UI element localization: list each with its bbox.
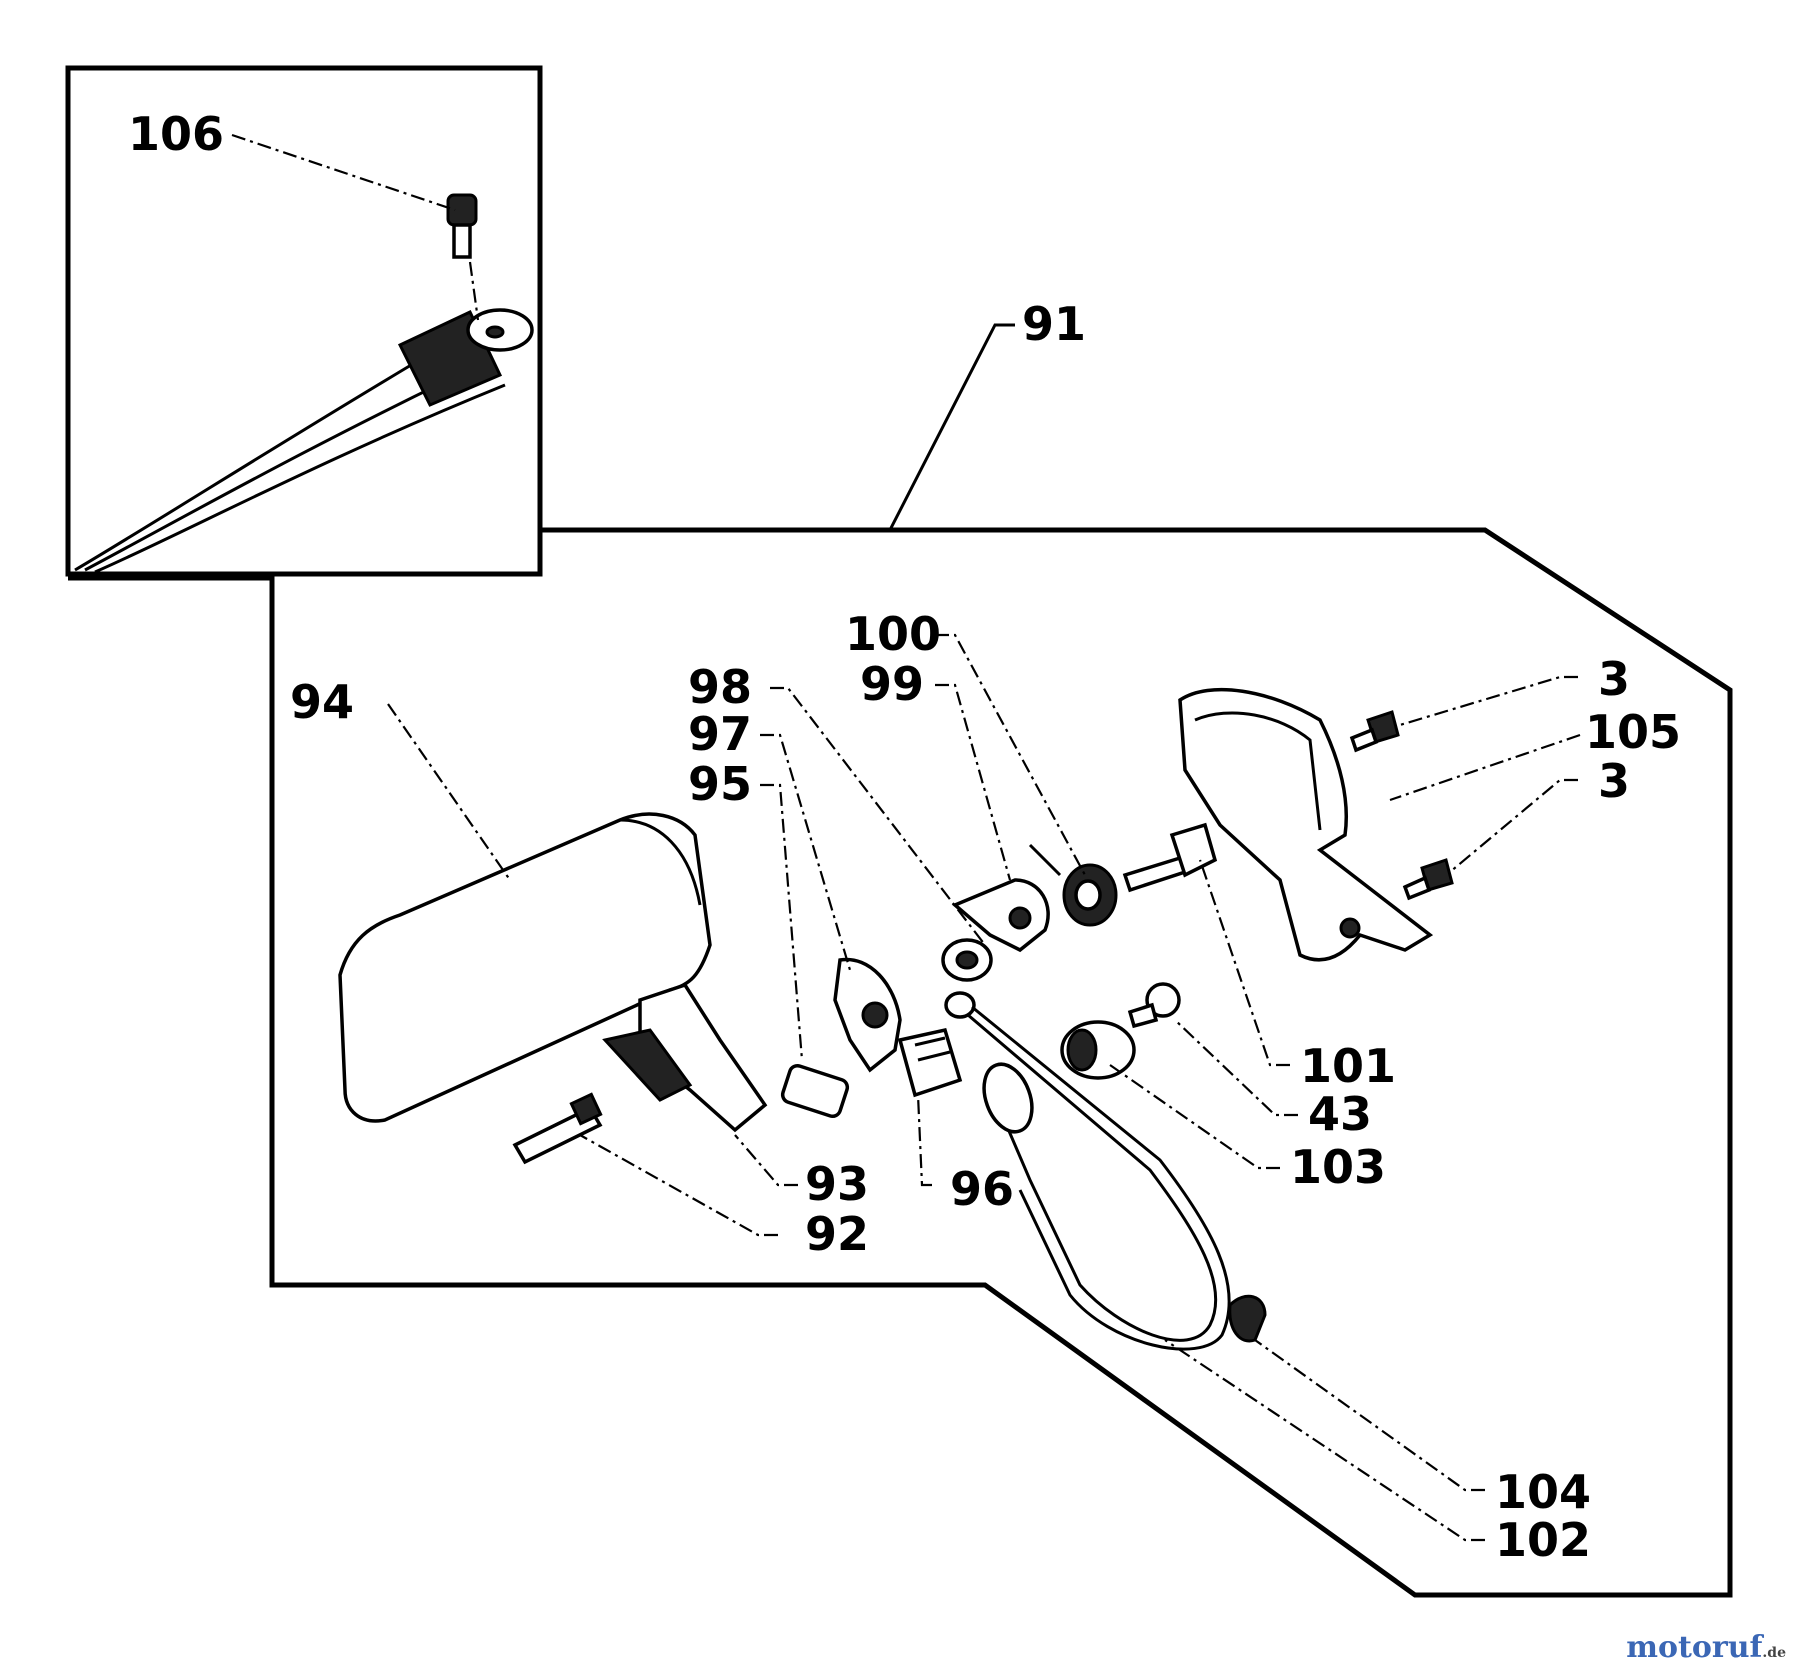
- callout-91: 91: [1022, 297, 1086, 351]
- screw-106: [446, 193, 480, 321]
- block-95: [780, 1063, 850, 1119]
- callout-98: 98: [688, 660, 752, 714]
- callout-106: 106: [128, 107, 224, 161]
- knob-100: [1062, 863, 1118, 927]
- roller-103: [1060, 1020, 1136, 1080]
- assembly-frame: [68, 527, 1733, 1598]
- handle-lever-93: [602, 982, 768, 1133]
- pin-92: [512, 1092, 603, 1165]
- screw-3-upper: [1349, 710, 1400, 753]
- inset-handle-tube: [74, 308, 534, 574]
- callout-105: 105: [1585, 705, 1681, 759]
- bolt-101: [1122, 822, 1218, 893]
- clip-104: [1228, 1294, 1267, 1343]
- watermark-logo: motoruf.de: [1626, 1630, 1786, 1665]
- callout-93: 93: [805, 1157, 869, 1211]
- screw-43: [1127, 982, 1181, 1029]
- callout-103: 103: [1290, 1140, 1386, 1194]
- callout-3-lower: 3: [1598, 754, 1630, 808]
- inset-frame: [65, 65, 543, 577]
- callout-3-upper: 3: [1598, 652, 1630, 706]
- callout-99: 99: [860, 657, 924, 711]
- watermark-tld: .de: [1762, 1645, 1786, 1661]
- screw-3-lower: [1402, 858, 1454, 901]
- callout-97: 97: [688, 707, 752, 761]
- switch-96: [897, 1027, 963, 1098]
- plate-99: [951, 843, 1062, 953]
- leader-lines: [231, 133, 1581, 1542]
- callout-43: 43: [1308, 1087, 1372, 1141]
- callout-94: 94: [290, 675, 354, 729]
- cable-102: [944, 991, 1231, 1351]
- bracket-105: [1178, 687, 1434, 962]
- callout-92: 92: [805, 1207, 869, 1261]
- callout-101: 101: [1300, 1039, 1396, 1093]
- bushing-98: [941, 938, 993, 982]
- callout-95: 95: [688, 757, 752, 811]
- watermark-text: motoruf: [1626, 1630, 1763, 1665]
- handle-cover-94: [338, 812, 712, 1123]
- cam-97: [833, 957, 902, 1073]
- callout-labels: 106 91 100 99 98 97 95 94 3 105 3 101 43…: [128, 107, 1681, 1567]
- callout-96: 96: [950, 1162, 1014, 1216]
- callout-102: 102: [1495, 1513, 1591, 1567]
- callout-104: 104: [1495, 1465, 1591, 1519]
- callout-100: 100: [845, 607, 941, 661]
